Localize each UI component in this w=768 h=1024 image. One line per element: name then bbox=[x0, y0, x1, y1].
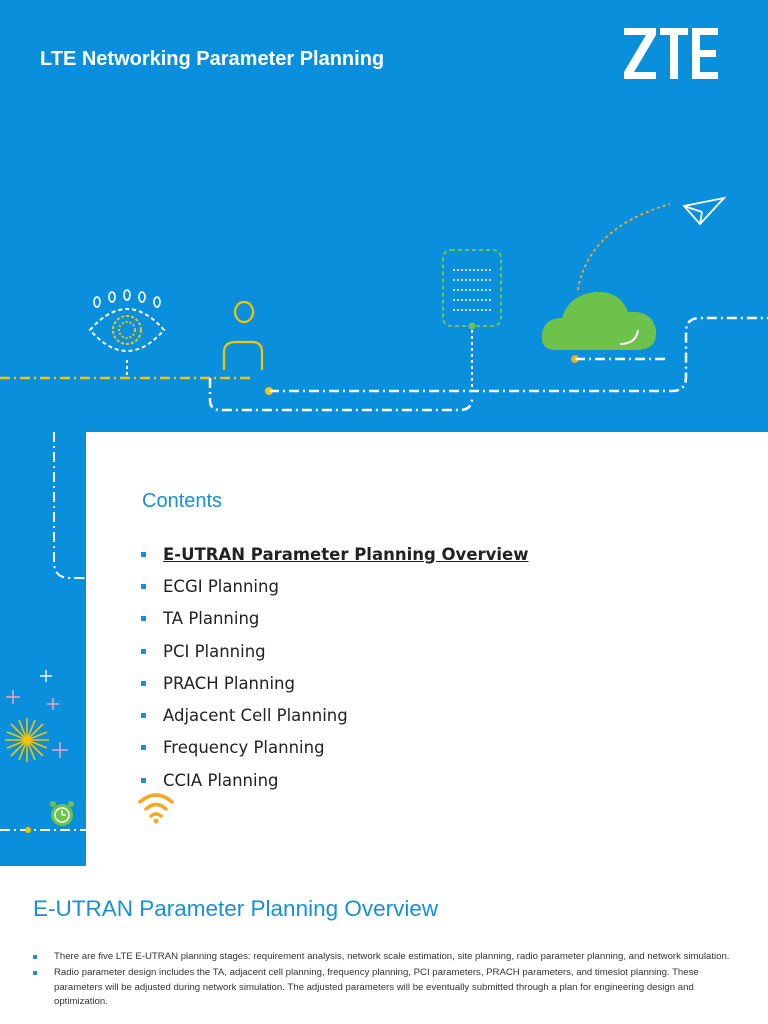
contents-item-adjacent-cell[interactable]: Adjacent Cell Planning bbox=[141, 699, 529, 731]
bullet bbox=[141, 551, 146, 557]
bullet bbox=[141, 616, 146, 622]
contents-heading: Contents bbox=[142, 490, 223, 512]
overview-paragraph: Radio parameter design includes the TA, … bbox=[33, 966, 733, 1009]
contents-item-ta[interactable]: TA Planning bbox=[141, 603, 529, 635]
contents-item-eutran-overview[interactable]: E-UTRAN Parameter Planning Overview bbox=[141, 538, 529, 570]
bullet bbox=[33, 955, 37, 959]
contents-item-prach[interactable]: PRACH Planning bbox=[141, 667, 529, 699]
bullet bbox=[33, 971, 37, 976]
bullet bbox=[141, 680, 146, 686]
contents-item-frequency[interactable]: Frequency Planning bbox=[141, 732, 529, 764]
cloud-icon bbox=[541, 291, 657, 363]
person-icon bbox=[222, 300, 264, 370]
alarm-clock-icon bbox=[50, 801, 74, 826]
title-slide: LTE Networking Parameter Planning bbox=[0, 0, 768, 432]
eye-icon bbox=[88, 308, 166, 352]
zte-logo bbox=[624, 28, 718, 79]
paper-plane-icon bbox=[682, 196, 727, 226]
starburst-icon bbox=[5, 718, 49, 762]
contents-panel: Contents E-UTRAN Parameter Planning Over… bbox=[86, 432, 768, 866]
bullet bbox=[141, 583, 146, 589]
overview-paragraphs: There are five LTE E-UTRAN planning stag… bbox=[33, 950, 733, 1012]
bullet bbox=[141, 777, 146, 783]
slide-title: LTE Networking Parameter Planning bbox=[40, 48, 385, 70]
document-icon bbox=[442, 249, 502, 390]
bullet bbox=[141, 648, 146, 654]
overview-slide: E-UTRAN Parameter Planning Overview Ther… bbox=[0, 866, 768, 1024]
network-illustration bbox=[0, 196, 768, 412]
contents-item-ecgi[interactable]: ECGI Planning bbox=[141, 570, 529, 602]
overview-paragraph: There are five LTE E-UTRAN planning stag… bbox=[33, 950, 733, 964]
wifi-icon bbox=[138, 793, 174, 824]
bullet bbox=[141, 713, 146, 719]
contents-list: E-UTRAN Parameter Planning Overview ECGI… bbox=[141, 538, 529, 796]
contents-item-ccia[interactable]: CCIA Planning bbox=[141, 764, 529, 796]
contents-item-pci[interactable]: PCI Planning bbox=[141, 635, 529, 667]
contents-slide: Contents E-UTRAN Parameter Planning Over… bbox=[0, 432, 768, 866]
bullet bbox=[141, 745, 146, 751]
overview-heading: E-UTRAN Parameter Planning Overview bbox=[33, 896, 439, 921]
